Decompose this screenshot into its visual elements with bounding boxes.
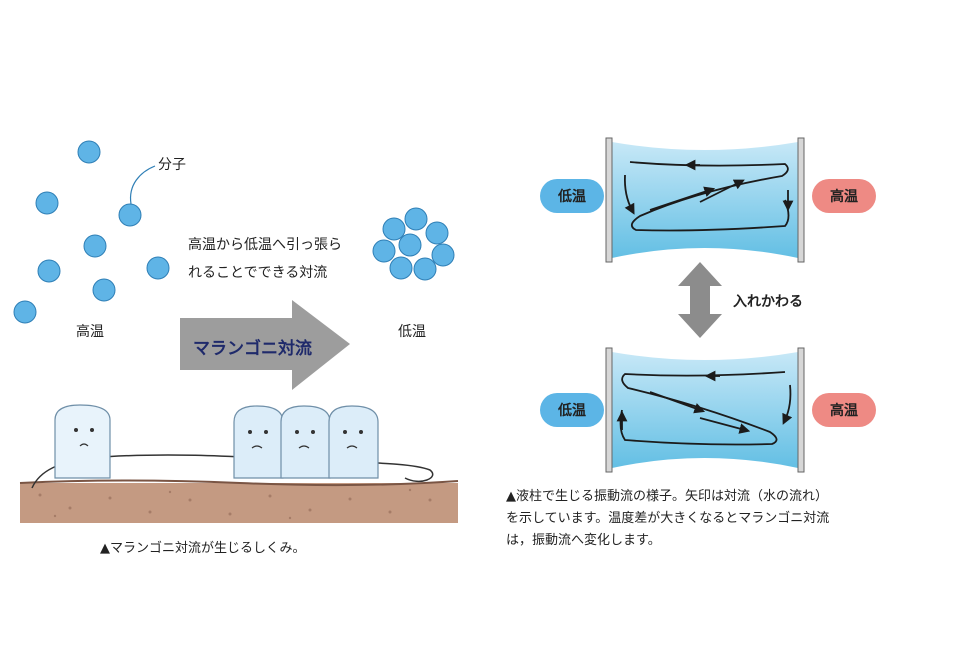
- right-caption: ▲液柱で生じる振動流の様子。矢印は対流（水の流れ） を示しています。温度差が大き…: [506, 486, 956, 552]
- convection-description-line2: れることでできる対流: [188, 265, 328, 281]
- flow-loop: [619, 371, 786, 446]
- molecule: [37, 259, 61, 283]
- character-left: [54, 404, 111, 479]
- character-right-2: [280, 405, 331, 479]
- top-hot-pill: 高温: [812, 179, 876, 213]
- arrow-label: マランゴニ対流: [193, 339, 312, 359]
- molecule: [431, 243, 455, 267]
- swap-label: 入れかわる: [733, 294, 803, 310]
- molecule: [92, 278, 116, 302]
- molecule-characters: [54, 404, 379, 479]
- molecule: [146, 256, 170, 280]
- character-right-3: [328, 405, 379, 479]
- molecule: [13, 300, 37, 324]
- swap-arrow: [678, 262, 722, 338]
- molecule: [425, 221, 449, 245]
- molecule-label-leader: [129, 165, 156, 205]
- right-caption-line2: を示しています。温度差が大きくなるとマランゴニ対流: [506, 511, 830, 526]
- flow-loop: [629, 161, 790, 232]
- molecule-label: 分子: [158, 157, 186, 173]
- high-temp-molecules: [13, 140, 170, 324]
- left-caption: ▲マランゴニ対流が生じるしくみ。: [100, 541, 306, 556]
- molecule: [382, 217, 406, 241]
- right-caption-line3: は，振動流へ変化します。: [506, 533, 661, 548]
- bottom-cold-pill: 低温: [540, 393, 604, 427]
- bottom-hot-pill: 高温: [812, 393, 876, 427]
- molecule: [398, 233, 422, 257]
- soil-ground: [19, 479, 459, 523]
- molecule: [372, 239, 396, 263]
- molecule: [77, 140, 101, 164]
- marangoni-mechanism-figure: [13, 140, 459, 523]
- molecule: [389, 256, 413, 280]
- character-right-1: [233, 405, 284, 479]
- low-temp-molecules: [372, 207, 455, 281]
- right-caption-line1: ▲液柱で生じる振動流の様子。矢印は対流（水の流れ）: [506, 489, 828, 504]
- convection-description-line1: 高温から低温へ引っ張ら: [188, 237, 342, 253]
- high-temp-label: 高温: [76, 324, 104, 340]
- molecule: [83, 234, 107, 258]
- molecule: [404, 207, 428, 231]
- liquid-column-bottom: [605, 347, 805, 473]
- molecule: [35, 191, 59, 215]
- molecule: [118, 203, 142, 227]
- top-cold-pill: 低温: [540, 179, 604, 213]
- liquid-column-top: [605, 137, 805, 263]
- low-temp-label: 低温: [398, 324, 426, 340]
- flow-direction-arrow: [180, 300, 350, 390]
- oscillatory-flow-figure: [605, 137, 805, 473]
- molecule: [413, 257, 437, 281]
